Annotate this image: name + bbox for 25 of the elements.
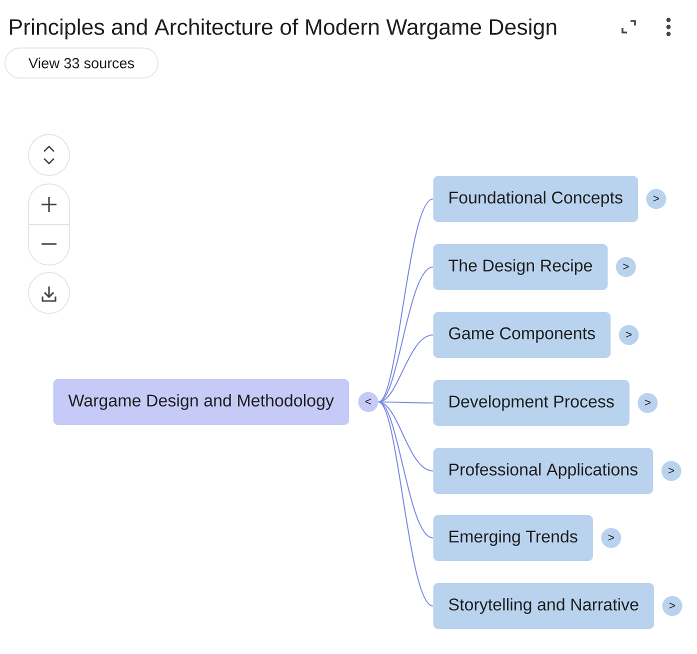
connector-line bbox=[378, 198, 434, 402]
expand-button: > bbox=[646, 189, 666, 209]
connector-line bbox=[378, 334, 434, 403]
connector-line bbox=[378, 402, 434, 538]
subtopic-box: Game Components bbox=[433, 312, 611, 358]
expand-button: > bbox=[662, 596, 682, 616]
collapse-button: < bbox=[358, 392, 378, 412]
expand-button: > bbox=[661, 461, 682, 481]
subtopic-box: Development Process bbox=[433, 380, 630, 426]
subtopic-box: Emerging Trends bbox=[433, 515, 593, 561]
subtopic-box: Storytelling and Narrative bbox=[433, 583, 654, 629]
title: Principles and Architecture of Modern Wargame Design bbox=[10, 18, 556, 40]
sources-button: View 33 sources bbox=[4, 48, 158, 78]
expand-button: > bbox=[616, 257, 636, 277]
connector-line bbox=[378, 401, 434, 472]
subtopic-box: The Design Recipe bbox=[433, 244, 608, 290]
subtopic-box: Foundational Concepts bbox=[433, 176, 638, 222]
connector-line bbox=[378, 266, 434, 402]
connector-line bbox=[378, 401, 433, 404]
topic-box: Wargame Design and Methodology bbox=[53, 379, 350, 425]
expand-button: > bbox=[638, 393, 658, 413]
expand-button: > bbox=[618, 325, 639, 345]
expand-button: > bbox=[601, 528, 622, 548]
connector-line bbox=[378, 402, 434, 606]
subtopic-box: Professional Applications bbox=[433, 448, 654, 494]
